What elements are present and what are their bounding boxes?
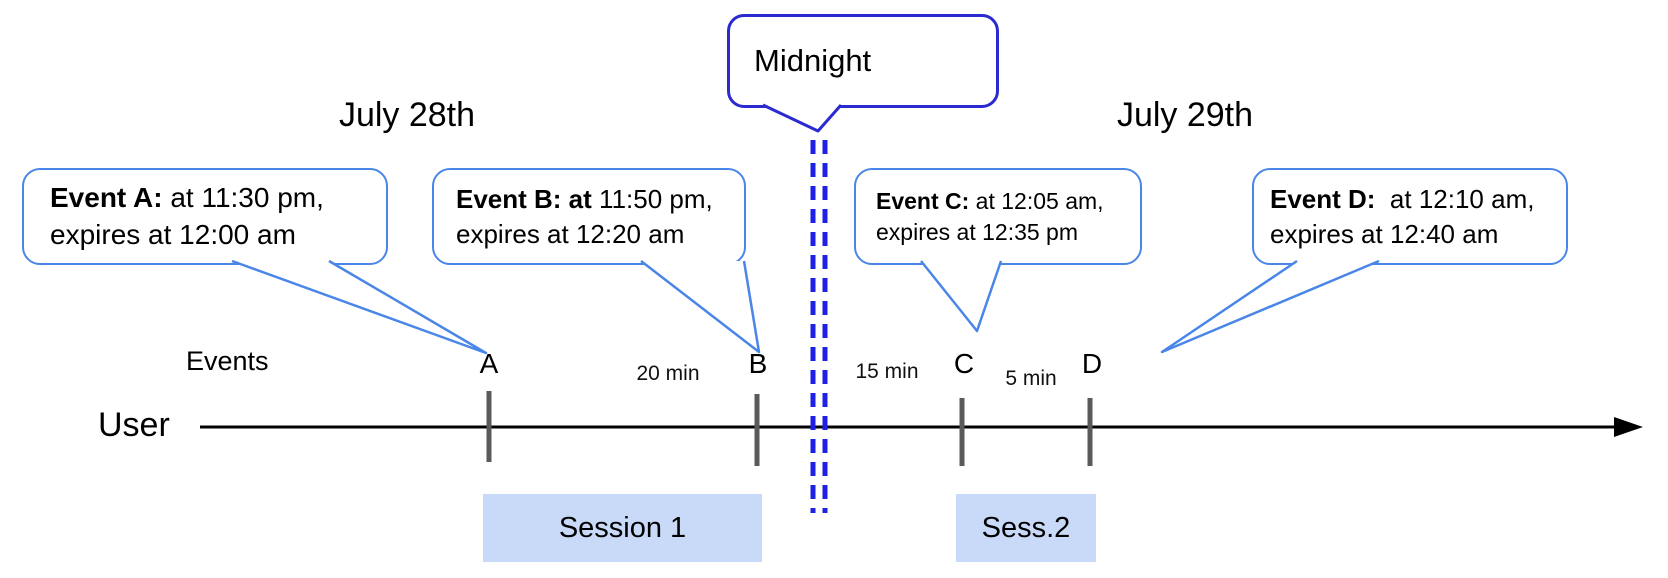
gap-label-15min: 15 min <box>855 360 919 383</box>
session-2-box: Sess.2 <box>956 494 1096 562</box>
event-b-detail: expires at 12:20 am <box>456 218 685 249</box>
date-label-july-28: July 28th <box>338 96 476 134</box>
midnight-label: Midnight <box>754 43 872 78</box>
event-c-title: Event C: at 12:05 am, <box>876 188 1104 215</box>
tick-label-c: C <box>953 348 975 379</box>
session-1-label: Session 1 <box>558 511 687 544</box>
gap-label-20min: 20 min <box>636 362 700 385</box>
event-b-callout-tail <box>640 260 761 354</box>
midnight-callout: Midnight <box>727 14 999 108</box>
date-label-july-29: July 29th <box>1116 96 1254 134</box>
event-c-callout-tail <box>920 260 1003 333</box>
event-a-callout-tail <box>231 259 488 355</box>
event-c-detail: expires at 12:35 pm <box>876 218 1079 245</box>
tick-label-d: D <box>1081 348 1103 379</box>
event-d-callout-tail <box>1160 259 1380 354</box>
timeline-arrowhead <box>1614 417 1643 437</box>
event-d-callout: Event D: at 12:10 am, expires at 12:40 a… <box>1252 168 1568 265</box>
session-1-box: Session 1 <box>483 494 762 562</box>
event-a-detail: expires at 12:00 am <box>50 218 296 250</box>
event-b-callout: Event B: at 11:50 pm, expires at 12:20 a… <box>432 168 746 265</box>
event-d-title: Event D: at 12:10 am, <box>1270 184 1535 215</box>
event-a-callout: Event A: at 11:30 pm, expires at 12:00 a… <box>22 168 388 265</box>
midnight-callout-tail <box>762 103 843 133</box>
tick-label-b: B <box>748 348 768 379</box>
user-axis-label: User <box>98 406 170 444</box>
session-2-label: Sess.2 <box>981 511 1071 544</box>
event-d-detail: expires at 12:40 am <box>1270 218 1499 249</box>
event-a-title: Event A: at 11:30 pm, <box>50 181 324 213</box>
events-axis-label: Events <box>186 346 269 376</box>
tick-label-a: A <box>479 348 499 379</box>
event-b-title: Event B: at 11:50 pm, <box>456 184 713 215</box>
event-c-callout: Event C: at 12:05 am, expires at 12:35 p… <box>854 168 1142 265</box>
gap-label-5min: 5 min <box>1005 367 1057 390</box>
